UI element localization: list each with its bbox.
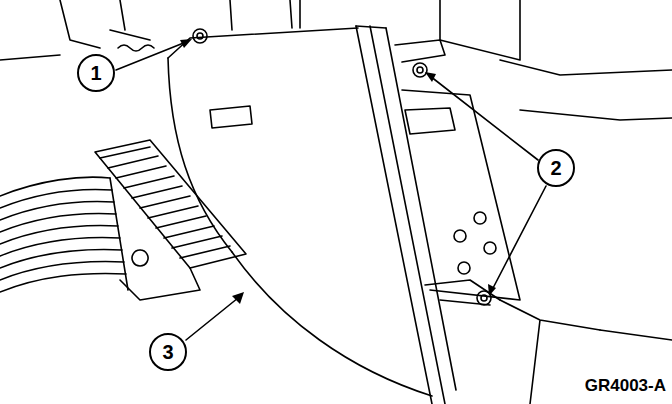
callout-circle: 2	[537, 149, 575, 187]
callout-number: 3	[162, 342, 173, 362]
callout-number: 2	[550, 158, 561, 178]
callout-number: 1	[90, 63, 101, 83]
figure-code: GR4003-A	[585, 376, 666, 396]
callout-circle: 1	[77, 54, 115, 92]
callout-circle: 3	[149, 333, 187, 371]
